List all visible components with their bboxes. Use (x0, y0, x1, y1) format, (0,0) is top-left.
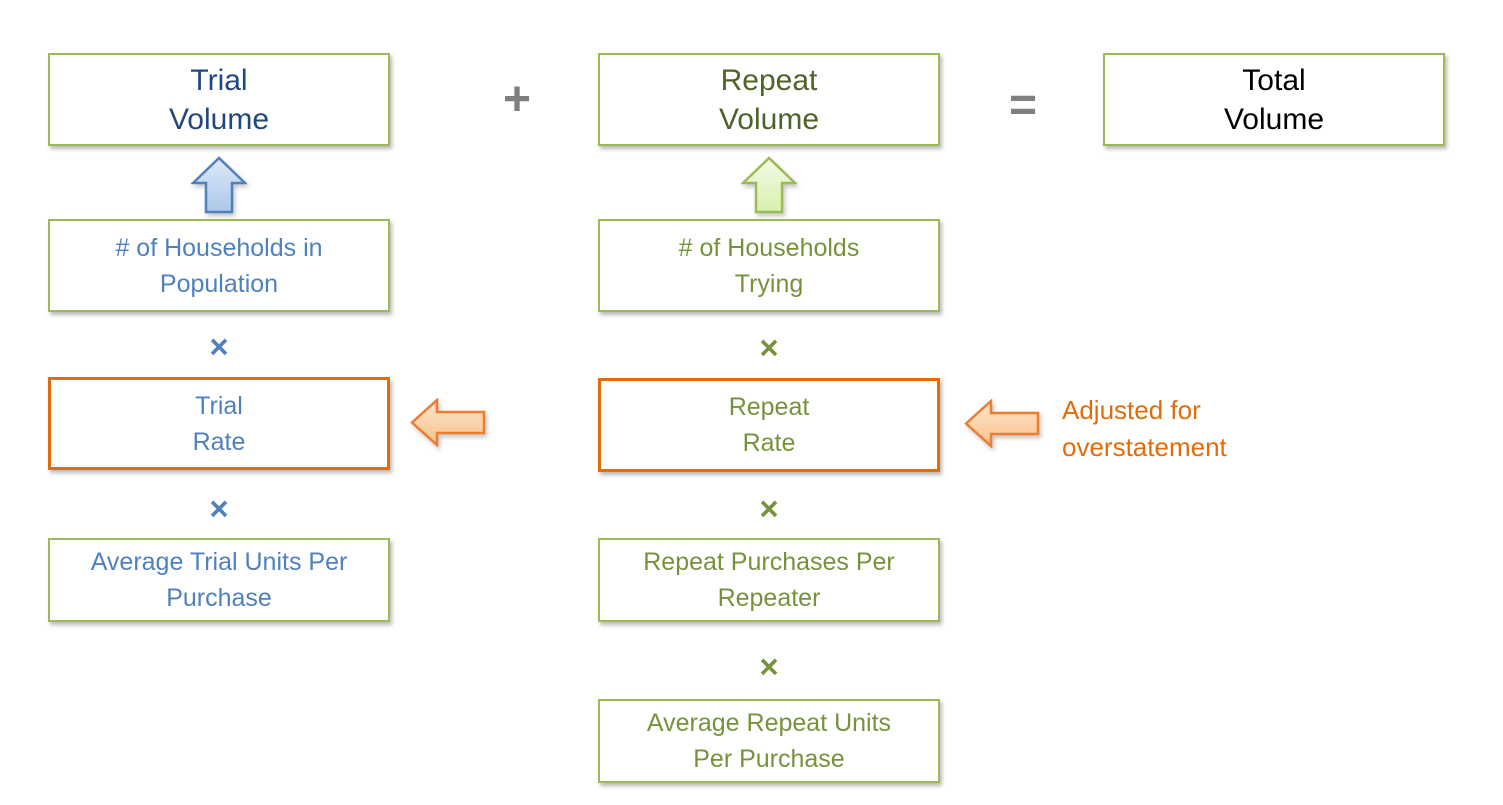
households-trying-box: # of Households Trying (598, 219, 940, 312)
households-in-population-box: # of Households in Population (48, 219, 390, 312)
average-repeat-units-label: Average Repeat Units Per Purchase (646, 709, 892, 773)
multiply-operator: × (759, 490, 779, 527)
block-left-arrow-icon (964, 399, 1040, 448)
repeat-volume-label: Repeat Volume (718, 63, 820, 136)
average-trial-units-box: Average Trial Units Per Purchase (48, 538, 390, 622)
total-volume-label: Total Volume (1223, 63, 1325, 136)
average-trial-units-label: Average Trial Units Per Purchase (90, 548, 348, 612)
trial-rate-label: Trial Rate (192, 391, 246, 456)
multiply-operator: × (209, 328, 229, 365)
total-volume-box: Total Volume (1103, 53, 1445, 146)
multiply-operator: × (759, 329, 779, 366)
plus-operator: + (502, 72, 532, 126)
repeat-purchases-box: Repeat Purchases Per Repeater (598, 538, 940, 622)
repeat-purchases-label: Repeat Purchases Per Repeater (643, 548, 895, 612)
block-up-arrow-icon (741, 156, 797, 214)
households-in-population-label: # of Households in Population (115, 233, 323, 298)
equals-operator: = (1008, 78, 1038, 132)
multiply-operator: × (209, 490, 229, 527)
households-trying-label: # of Households Trying (678, 233, 860, 298)
block-left-arrow-icon (410, 398, 486, 447)
adjusted-for-overstatement-note: Adjusted for overstatement (1062, 395, 1227, 462)
trial-volume-label: Trial Volume (168, 63, 270, 136)
repeat-rate-box: Repeat Rate (598, 378, 940, 472)
repeat-rate-label: Repeat Rate (728, 393, 810, 457)
block-up-arrow-icon (191, 156, 247, 214)
trial-rate-box: Trial Rate (48, 377, 390, 470)
repeat-volume-box: Repeat Volume (598, 53, 940, 146)
trial-volume-box: Trial Volume (48, 53, 390, 146)
multiply-operator: × (759, 648, 779, 685)
average-repeat-units-box: Average Repeat Units Per Purchase (598, 699, 940, 783)
